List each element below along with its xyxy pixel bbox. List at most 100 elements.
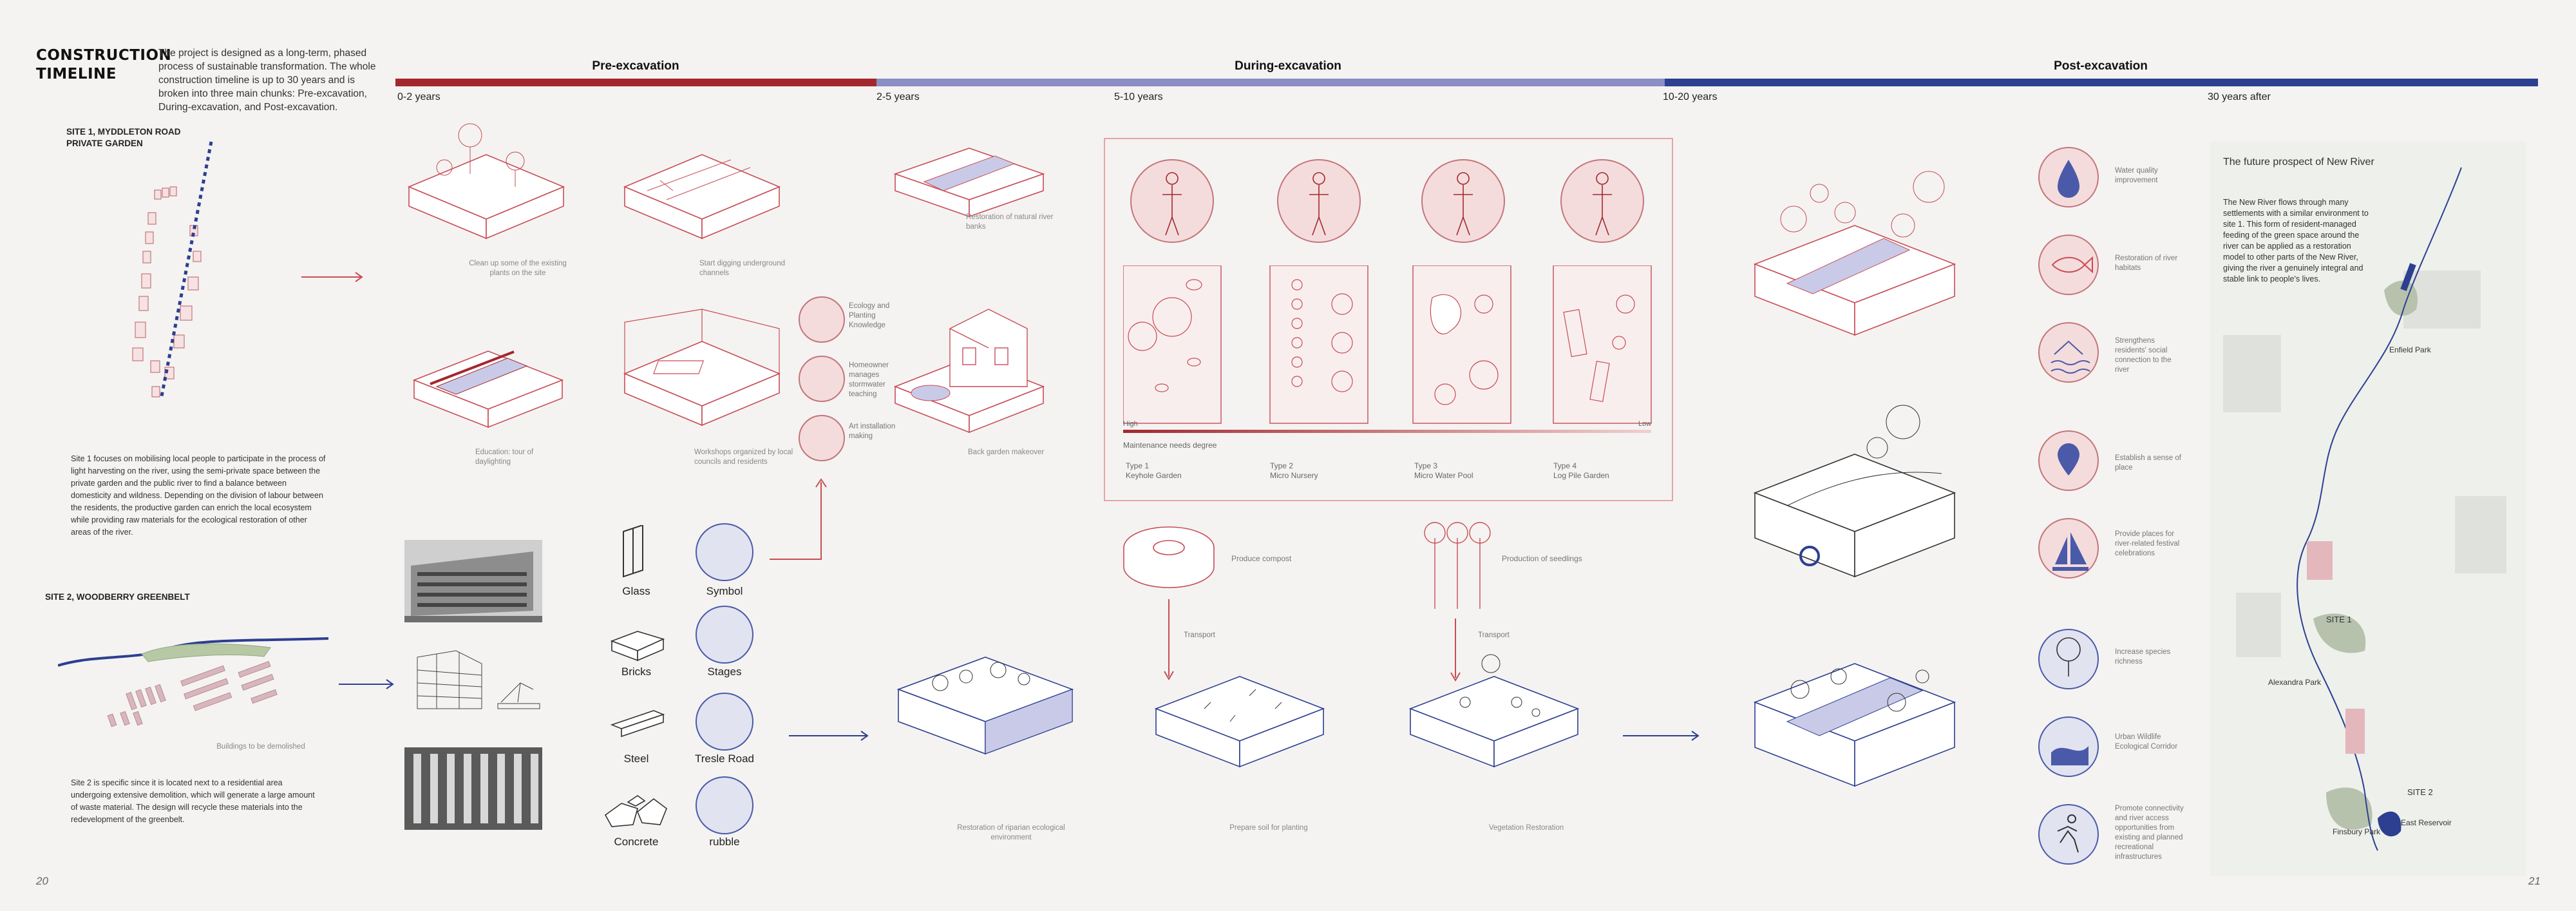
knowledge-stormwater-circle: [799, 356, 845, 402]
phase-label-pre: Pre-excavation: [592, 59, 679, 73]
arrow-right-icon: [789, 731, 869, 741]
benefit-label: Urban Wildlife Ecological Corridor: [2115, 733, 2178, 751]
map-label: Alexandra Park: [2268, 678, 2322, 687]
reuse-label: Stages: [707, 666, 742, 678]
iso-block-post-black: [1753, 405, 1956, 578]
iso-block-soil: [1154, 676, 1325, 768]
site2-description: Site 2 is specific since it is located n…: [71, 778, 315, 824]
iso-block-workshops: [623, 309, 781, 427]
arrow-up-icon: [770, 478, 827, 560]
iso-block-back-garden: [893, 309, 1045, 434]
reuse-stages-circle: [696, 606, 753, 664]
maintenance-gradient-bar: [1123, 430, 1651, 433]
steel-beam-icon: [610, 710, 665, 738]
iso-block-river-banks: [893, 148, 1045, 218]
iso-block-vegetation: [1408, 654, 1580, 768]
arrow-down-icon: [1164, 599, 1174, 680]
iso-block-riparian: [896, 657, 1074, 755]
fish-icon: [2038, 235, 2099, 295]
maintenance-low-label: Low: [1638, 420, 1652, 428]
arrow-right-icon: [339, 679, 394, 689]
new-river-map: The future prospect of New River The New…: [2210, 142, 2526, 876]
reuse-rubble-circle: [696, 776, 753, 834]
page-number-right: 21: [2528, 875, 2541, 887]
benefit-glyphs: [2050, 160, 2093, 853]
knowledge-art-circle: [799, 415, 845, 461]
knowledge-label: Ecology and Planting Knowledge: [849, 302, 890, 329]
time-label: 5-10 years: [1114, 91, 1163, 102]
benefit-label: Restoration of river habitats: [2115, 254, 2178, 272]
transport-label: Transport: [1184, 631, 1215, 639]
benefit-label: Strengthens residents' social connection…: [2115, 337, 2172, 374]
intro-text: The project is designed as a long-term, …: [158, 48, 376, 113]
caption-riparian: Restoration of riparian ecological envir…: [957, 824, 1065, 841]
time-label: 30 years after: [2208, 91, 2271, 102]
caption-clean-up: Clean up some of the existing plants on …: [469, 260, 567, 277]
benefit-label: Provide places for river-related festiva…: [2115, 530, 2180, 557]
map-label: East Reservoir: [2401, 818, 2452, 827]
phase-label-post: Post-excavation: [2054, 59, 2148, 73]
phase-label-during: During-excavation: [1235, 59, 1341, 73]
demolish-caption: Buildings to be demolished: [216, 743, 305, 751]
map-label: SITE 1: [2326, 615, 2352, 624]
iso-block-clean-up: [407, 123, 565, 240]
reuse-symbol-circle: [696, 523, 753, 581]
caption-education: Education: tour of daylighting: [475, 448, 534, 466]
knowledge-ecology-circle: [799, 296, 845, 343]
knowledge-label: Art installation making: [849, 423, 896, 440]
phase-bar-post: [1665, 79, 2538, 86]
material-label: Glass: [622, 585, 650, 597]
tree-icon: [2038, 629, 2099, 689]
site1-title: Site 1, MYDDLETON ROAD PRIVATE GARDEN: [66, 127, 181, 148]
reuse-label: Symbol: [706, 585, 743, 597]
page-title: CONSTRUCTION TIMELINE: [36, 47, 172, 82]
time-label: 0-2 years: [397, 91, 440, 102]
caption-digging: Start digging underground channels: [699, 260, 785, 277]
bricks-icon: [610, 631, 665, 662]
benefit-label: Promote connectivity and river access op…: [2115, 805, 2184, 861]
iso-block-post-red: [1753, 171, 1956, 336]
site1-plan-drawing: [132, 141, 213, 400]
maintenance-title: Maintenance needs degree: [1123, 441, 1217, 450]
person-figures: [1162, 172, 1612, 236]
reuse-trestle-circle: [696, 693, 753, 751]
caption-back-garden: Back garden makeover: [968, 448, 1045, 456]
building-photo-2: [404, 747, 542, 830]
benefit-label: Water quality improvement: [2115, 167, 2158, 184]
caption-workshops: Workshops organized by local councils an…: [694, 448, 793, 466]
wildlife-corridor-icon: [2038, 716, 2099, 777]
map-label: Enfield Park: [2389, 345, 2431, 354]
map-drawing: [2223, 167, 2506, 851]
future-title: The future prospect of New River: [2223, 157, 2374, 168]
material-label: Bricks: [621, 666, 652, 678]
knowledge-label: Homeowner manages stormwater teaching: [849, 361, 889, 398]
transport-label: Transport: [1478, 631, 1510, 639]
glass-icon: [623, 525, 643, 578]
benefit-label: Establish a sense of place: [2115, 454, 2181, 472]
arrow-down-icon: [1450, 619, 1461, 682]
future-text: The New River flows through many settlem…: [2223, 198, 2369, 283]
compost-label: Produce compost: [1231, 554, 1292, 563]
reuse-label: rubble: [709, 836, 740, 848]
material-label: Steel: [623, 753, 649, 765]
site2-title: Site 2, WOODBERRY GREENBELT: [45, 592, 190, 602]
reuse-label: Tresle Road: [695, 753, 754, 765]
maintenance-panel: [1104, 138, 1673, 501]
building-photo-1: [404, 540, 542, 622]
caption-soil: Prepare soil for planting: [1229, 824, 1308, 832]
garden-type-plans: [1123, 265, 1652, 424]
caption-vegetation: Vegetation Restoration: [1488, 824, 1564, 832]
caption-river-banks: Restoration of natural river banks: [966, 213, 1054, 231]
material-label: Concrete: [614, 836, 659, 848]
arrow-right-icon: [1623, 731, 1700, 741]
concrete-rubble-icon: [604, 795, 667, 827]
phase-bar-during: [876, 79, 1665, 86]
compost-bin-icon: [1123, 526, 1215, 588]
maintenance-high-label: High: [1123, 420, 1138, 428]
seedlings-label: Production of seedlings: [1502, 554, 1582, 563]
page-number-left: 20: [36, 875, 48, 887]
